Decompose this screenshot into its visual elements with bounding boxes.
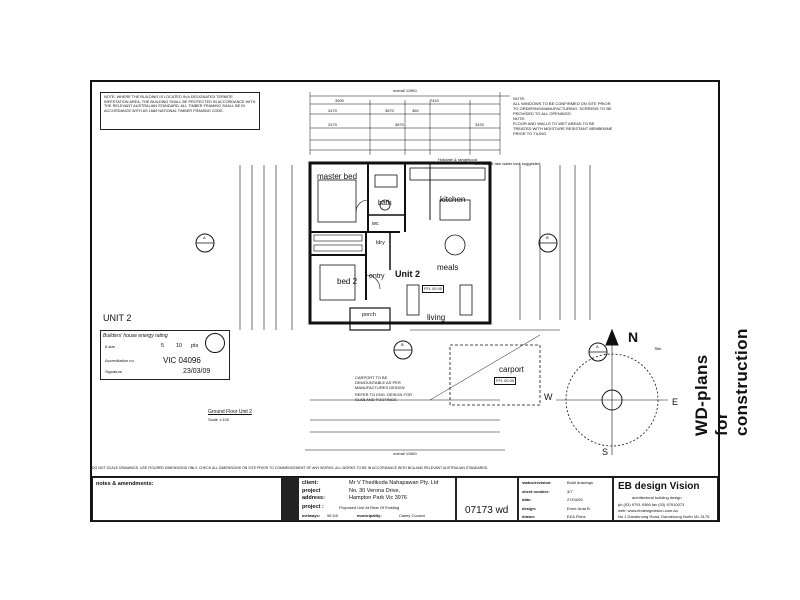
wd-plans-vertical-text: WD-plans for construction <box>692 328 751 436</box>
company-logo: EB design Vision <box>618 481 700 492</box>
dim-top-6: 2470 <box>328 122 337 127</box>
notes-label: notes & amendments: <box>96 481 154 487</box>
rating-pts: pts <box>191 343 199 349</box>
rating-seal-icon <box>205 333 225 353</box>
notes-cell: notes & amendments: <box>92 477 282 521</box>
title-block: notes & amendments: client: Mr V Thediko… <box>92 476 718 521</box>
job-number: 07173 wd <box>465 505 509 516</box>
dim-top-7: 3870 <box>395 122 404 127</box>
dim-top-8: 3420 <box>475 122 484 127</box>
room-carport: carport <box>499 365 524 374</box>
termite-note: NOTE: WHERE THE BUILDING IS LOCATED IN A… <box>100 92 260 130</box>
status-value: Build drawings <box>567 480 594 485</box>
footer-disclaimer: DO NOT SCALE DRAWINGS. USE FIGURED DIMEN… <box>92 466 489 470</box>
rating-signature-label: Signature <box>105 369 123 374</box>
company-tagline: architectural building design <box>632 495 682 500</box>
dim-top-2: 7410 <box>430 98 439 103</box>
melways-value: 96 D8 <box>327 513 338 518</box>
drawn-label: drawn: <box>522 514 536 519</box>
room-bed-2: bed 2 <box>337 277 358 286</box>
carport-level: FFL 00.00 <box>494 377 517 385</box>
section-marker-bottom: B <box>401 342 404 347</box>
address-label: address: <box>302 495 325 501</box>
room-living: living <box>427 313 446 322</box>
municipality-value: Casey Council <box>399 513 425 518</box>
status-cell: status/revision: Build drawings sheet nu… <box>518 477 613 521</box>
rating-date: 23/03/09 <box>183 368 211 375</box>
rating-cert: VIC 04096 <box>163 356 201 365</box>
drawn-value: EKA Films <box>567 514 586 519</box>
north-arrow-label: N <box>628 329 639 345</box>
job-number-cell: 07173 wd <box>456 477 518 521</box>
room-bath: bath <box>378 200 392 207</box>
ffl-level: FFL 00.00 <box>422 285 445 293</box>
dim-top-5: 360 <box>412 108 419 113</box>
plan-scale: Scale 1:100 <box>208 417 230 422</box>
municipality-label: municipality: <box>357 513 382 518</box>
footing-note: REFER TO ENG. DESIGN FOR SLAB AND FOOTIN… <box>355 392 412 402</box>
company-web: web: www.ebdesignvision.com.au <box>618 508 678 513</box>
compass-west: W <box>544 392 553 402</box>
room-ldry: ldry <box>376 240 385 246</box>
rating-accreditation-label: Accreditation no. <box>105 358 135 363</box>
client-cell: client: Mr V Thedikoda Nahapawan Pty. Lt… <box>298 477 456 521</box>
project2-value: Proposed Unit At Rear Of Existing <box>339 505 400 510</box>
room-meals: meals <box>437 263 459 272</box>
room-wc: wc <box>372 221 379 227</box>
rating-stars: 5 <box>161 343 165 349</box>
design-label: design: <box>522 506 537 511</box>
rating-stars-label: 6 star <box>105 344 116 349</box>
rating-title: Builders' house energy rating <box>103 333 168 339</box>
overall-dim-bottom: overall 11960 <box>393 451 417 456</box>
section-marker-left: A <box>203 235 206 240</box>
company-contact: ph (03) 9791 9366 fax (03) 97910073 <box>618 502 685 507</box>
compass-east: E <box>672 397 679 407</box>
title-label: Title <box>654 346 662 351</box>
energy-rating-box: Builders' house energy rating 6 star 5 1… <box>100 330 230 380</box>
room-kitchen: kitchen <box>440 195 466 204</box>
project-value: No. 30 Verona Drive, <box>349 488 401 494</box>
client-value: Mr V Thedikoda Nahapawan Pty. Ltd <box>349 480 439 486</box>
windows-note: NOTE: ALL WINDOWS TO BE CONFIRMED ON SIT… <box>513 96 613 136</box>
room-porch: porch <box>362 312 376 318</box>
status-label: status/revision: <box>522 480 552 485</box>
company-cell: EB design Vision architectural building … <box>613 477 718 521</box>
section-marker-right: B <box>546 235 549 240</box>
compass-south: S <box>602 447 609 457</box>
hotplate-note: Hotplate & rangehood <box>438 157 477 162</box>
dim-top-3: 2470 <box>328 108 337 113</box>
unit-2-heading: UNIT 2 <box>103 313 132 323</box>
unit-label: Unit 2 <box>395 269 421 279</box>
melways-label: melways: <box>302 513 321 518</box>
logo-strip <box>282 477 298 521</box>
section-marker-bottom-right: A <box>596 344 599 349</box>
company-address: No 1 Dandenong Road, Dandenong North Vic… <box>618 514 710 519</box>
design-value: Emre Arda B. <box>567 506 591 511</box>
date-value: 27/04/09 <box>567 497 583 502</box>
sheet-label: sheet number: <box>522 489 550 494</box>
dim-top-4: 3670 <box>385 108 394 113</box>
project2-label: project : <box>302 504 324 510</box>
room-entry: entry <box>369 273 385 280</box>
plan-title: Ground Floor Unit 2 <box>208 409 252 415</box>
dim-top-1: 3900 <box>335 98 344 103</box>
sheet-value: 3/7 <box>567 489 573 494</box>
carport-note: CARPORT TO BE DEMOUNTABLE AS PER MANUFAC… <box>355 375 405 390</box>
client-label: client: <box>302 480 319 486</box>
rating-of: 10 <box>176 343 183 349</box>
overall-dim-top: overall 11960 <box>393 88 417 93</box>
project-label: project <box>302 488 321 494</box>
tank-note: Min 2300lt rain water tank suggested <box>475 161 541 166</box>
address-value: Hampton Park Vic 3976 <box>349 495 407 501</box>
room-master-bed: master bed <box>317 172 358 181</box>
date-label: date: <box>522 497 532 502</box>
